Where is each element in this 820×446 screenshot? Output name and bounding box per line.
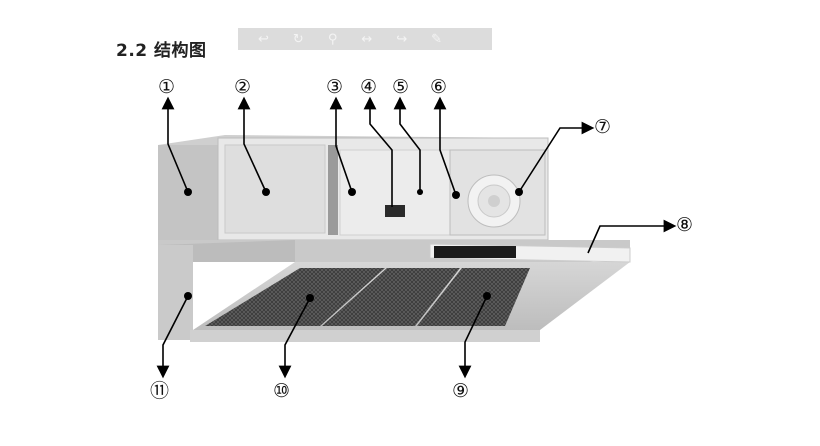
callout-1: ① xyxy=(158,76,176,98)
section-title: 2.2 结构图 xyxy=(116,41,207,61)
callout-9: ⑨ xyxy=(452,380,470,402)
callout-2: ② xyxy=(234,76,252,98)
callout-6: ⑥ xyxy=(430,76,448,98)
oil-filter xyxy=(205,268,385,326)
leader-11 xyxy=(156,295,189,379)
crop-icon[interactable]: ↔ xyxy=(361,31,373,47)
edit-icon[interactable]: ✎ xyxy=(431,31,443,47)
arrow-right-icon[interactable]: ↪ xyxy=(396,31,408,47)
control-box xyxy=(385,205,405,217)
arrow-left-icon[interactable]: ↩ xyxy=(258,31,269,47)
leader-1 xyxy=(161,96,189,193)
leader-10 xyxy=(278,297,311,379)
leader-7 xyxy=(518,121,595,193)
upper-cabinet xyxy=(158,135,549,241)
leader-4 xyxy=(363,96,393,207)
leader-5 xyxy=(393,96,421,192)
leader-lines xyxy=(156,96,677,379)
anchor-dots xyxy=(184,188,523,302)
callout-4: ④ xyxy=(360,76,378,98)
leader-3 xyxy=(329,96,353,193)
hood-body xyxy=(158,240,631,342)
callout-7: ⑦ xyxy=(594,116,612,138)
callout-11: ⑪ xyxy=(150,380,170,402)
callout-8: ⑧ xyxy=(676,214,694,236)
leader-6 xyxy=(433,96,457,196)
callout-10: ⑩ xyxy=(273,380,291,402)
rotate-icon[interactable]: ↻ xyxy=(292,31,304,47)
image-toolbar: ↩ ↻ ⚲ ↔ ↪ ✎ xyxy=(238,28,492,50)
leader-9 xyxy=(458,295,488,379)
leader-8 xyxy=(587,219,677,254)
zoom-icon[interactable]: ⚲ xyxy=(327,31,338,47)
control-panel xyxy=(434,246,516,258)
callout-3: ③ xyxy=(326,76,344,98)
leader-2 xyxy=(237,96,267,193)
callout-5: ⑤ xyxy=(392,76,410,98)
